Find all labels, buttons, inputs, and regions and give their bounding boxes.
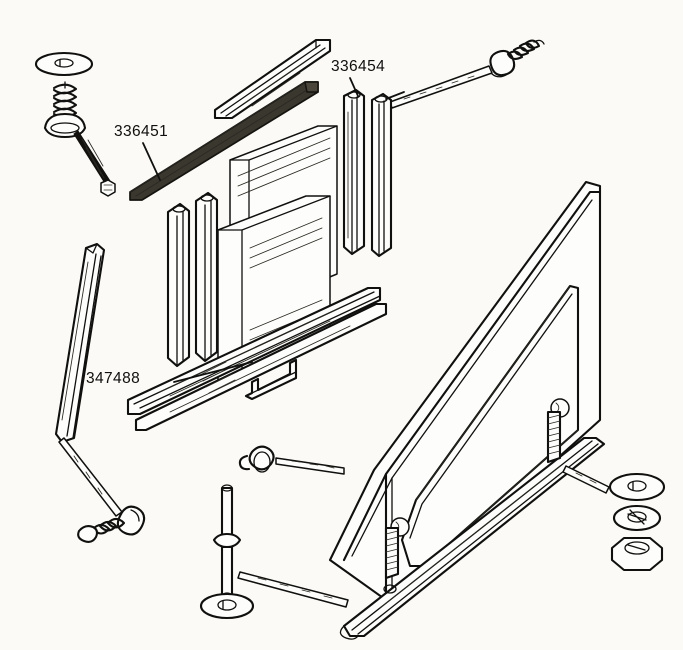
- shoulder-bolt-vertical: [212, 484, 242, 600]
- screw-leader-dashed-lower-left: [58, 437, 123, 517]
- washer-leader-dashed-bottom-right: [562, 465, 610, 494]
- part-label-336454: 336454: [331, 58, 386, 75]
- pan-head-screw-top-right: [489, 39, 545, 78]
- u-bracket-slider: [244, 358, 298, 401]
- rail-crossing-hatch: [199, 361, 236, 394]
- screw-leader-dashed-top-right: [389, 65, 493, 109]
- knob-leader-dashed: [275, 457, 345, 475]
- bolt-leader-dashed-bottom: [237, 571, 349, 608]
- vertical-channel-pair-left: [166, 191, 219, 368]
- flat-washer-top-left: [34, 51, 94, 77]
- flat-washer-bottom-center: [199, 592, 255, 620]
- star-lock-washer: [612, 504, 662, 532]
- hex-nut-pin-end: [100, 179, 116, 197]
- tall-angled-channel-left: [54, 242, 106, 444]
- self-tapping-screw-lower-left: [77, 505, 146, 543]
- bottom-sill-rail: [339, 436, 606, 640]
- rubber-seal-strip: [129, 81, 319, 201]
- threaded-stud-left: [384, 526, 400, 580]
- tapered-pin-rod: [73, 130, 113, 189]
- hex-nut-bottom-right: [610, 536, 664, 572]
- coil-spring: [52, 81, 78, 119]
- leader-336454-b: [385, 91, 405, 100]
- mushroom-knob-stud: [238, 445, 275, 473]
- flat-washer-bottom-right: [608, 472, 666, 502]
- horizontal-slide-channel-rail: [126, 286, 388, 432]
- part-label-347488: 347488: [86, 370, 141, 387]
- leader-336451: [142, 142, 161, 181]
- u-channel-extrusion-top: [213, 38, 332, 120]
- threaded-stud-right: [546, 410, 562, 464]
- leader-347488: [173, 361, 253, 383]
- vertical-channel-pair-right: [342, 88, 393, 258]
- part-label-336451: 336451: [114, 123, 169, 140]
- domed-cap-nut: [43, 112, 87, 139]
- leader-336454-a: [349, 77, 359, 97]
